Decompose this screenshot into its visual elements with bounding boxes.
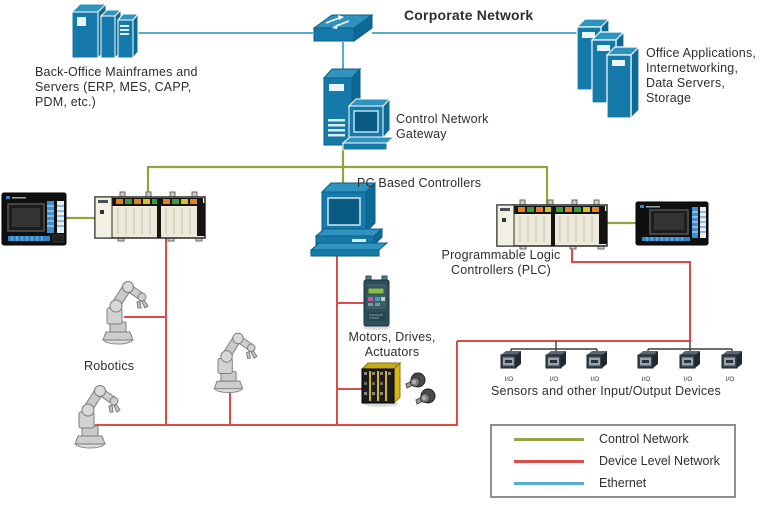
- robot-arm-icon-1: [102, 281, 149, 345]
- io-device-label: I/O: [505, 376, 514, 383]
- io-device-icon: I/O: [586, 351, 607, 383]
- ethernet-links: [133, 32, 578, 72]
- plc-rack-right-icon: [496, 199, 608, 250]
- control-network-links: [64, 146, 638, 225]
- gateway-label: Control Network Gateway: [396, 112, 489, 141]
- io-device-label: I/O: [550, 376, 559, 383]
- legend-label-ethernet: Ethernet: [599, 476, 647, 490]
- motors-label: Motors, Drives, Actuators: [348, 330, 436, 359]
- device-level-network-line-swatch: [514, 459, 584, 463]
- plc-rack-left-icon: [94, 191, 206, 242]
- pc-controller-icon: [309, 181, 389, 257]
- control-network-line-swatch: [514, 437, 584, 441]
- vfd-drive-icon: [363, 275, 391, 330]
- ethernet-line-swatch: [514, 481, 584, 485]
- mainframe-icon: [70, 2, 140, 60]
- legend-label-device-level-network: Device Level Network: [599, 454, 720, 468]
- robotics-label: Robotics: [84, 359, 135, 373]
- plc-label: Programmable Logic Controllers (PLC): [441, 248, 561, 277]
- io-device-label: I/O: [642, 376, 651, 383]
- legend-label-control-network: Control Network: [599, 432, 689, 446]
- back-office-label: Back-Office Mainframes and Servers (ERP,…: [35, 65, 198, 109]
- io-device-label: I/O: [591, 376, 600, 383]
- io-device-icon: I/O: [721, 351, 742, 383]
- io-device-icon: I/O: [545, 351, 566, 383]
- gateway-icon: [322, 67, 396, 151]
- hmi-right-icon: [635, 201, 709, 246]
- servo-actuator-icon: [360, 361, 402, 407]
- office-servers-icon: [575, 17, 641, 120]
- io-device-icon: I/O: [679, 351, 700, 383]
- io-devices: I/O I/O I/O I/O: [500, 351, 742, 383]
- io-device-label: I/O: [684, 376, 693, 383]
- switch-icon: [312, 14, 374, 42]
- pc-controllers-label: PC Based Controllers: [357, 176, 482, 190]
- legend: Control Network Device Level Network Eth…: [490, 424, 736, 498]
- corporate-network-title: Corporate Network: [404, 7, 534, 23]
- io-device-label: I/O: [726, 376, 735, 383]
- legend-row-device-level-network: Device Level Network: [492, 454, 734, 468]
- device-level-links: [95, 237, 691, 426]
- hmi-left-icon: [1, 192, 67, 246]
- motor-icons: [405, 372, 436, 405]
- office-apps-label: Office Applications, Internetworking, Da…: [646, 46, 757, 105]
- robot-arm-icon-3: [74, 385, 121, 449]
- robot-arm-icon-2: [213, 332, 258, 393]
- io-device-icon: I/O: [500, 351, 521, 383]
- legend-row-ethernet: Ethernet: [492, 476, 734, 490]
- io-device-icon: I/O: [637, 351, 658, 383]
- sensors-label: Sensors and other Input/Output Devices: [491, 384, 721, 398]
- legend-row-control-network: Control Network: [492, 432, 734, 446]
